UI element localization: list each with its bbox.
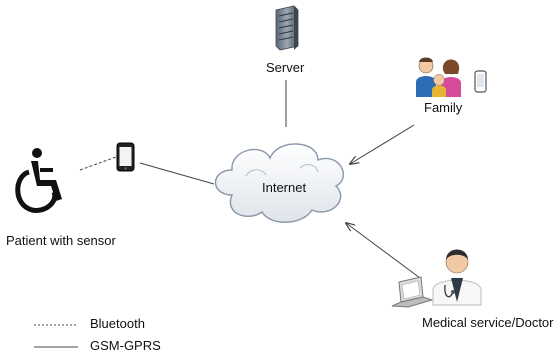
- cloud-icon: [215, 143, 345, 223]
- laptop-icon: [391, 276, 434, 308]
- bluetooth-link: [79, 156, 117, 171]
- patient-phone-icon: [116, 142, 135, 172]
- family-label: Family: [424, 100, 463, 115]
- connections: [79, 80, 421, 279]
- doctor-to-internet-link: [346, 223, 421, 279]
- server-label: Server: [266, 60, 305, 75]
- patient-label: Patient with sensor: [6, 233, 116, 248]
- legend-bluetooth-label: Bluetooth: [90, 316, 145, 331]
- family-icon: [416, 57, 461, 97]
- legend: [34, 324, 78, 348]
- server-icon: [275, 5, 299, 51]
- wheelchair-icon: [15, 148, 62, 213]
- family-to-internet-link: [350, 124, 415, 164]
- doctor-icon: [432, 249, 482, 306]
- patient-phone-to-internet-link: [139, 162, 215, 185]
- internet-label: Internet: [262, 180, 307, 195]
- family-phone-icon: [474, 70, 487, 93]
- doctor-label: Medical service/Doctor: [422, 315, 554, 330]
- legend-gsm-gprs-label: GSM-GPRS: [90, 338, 161, 353]
